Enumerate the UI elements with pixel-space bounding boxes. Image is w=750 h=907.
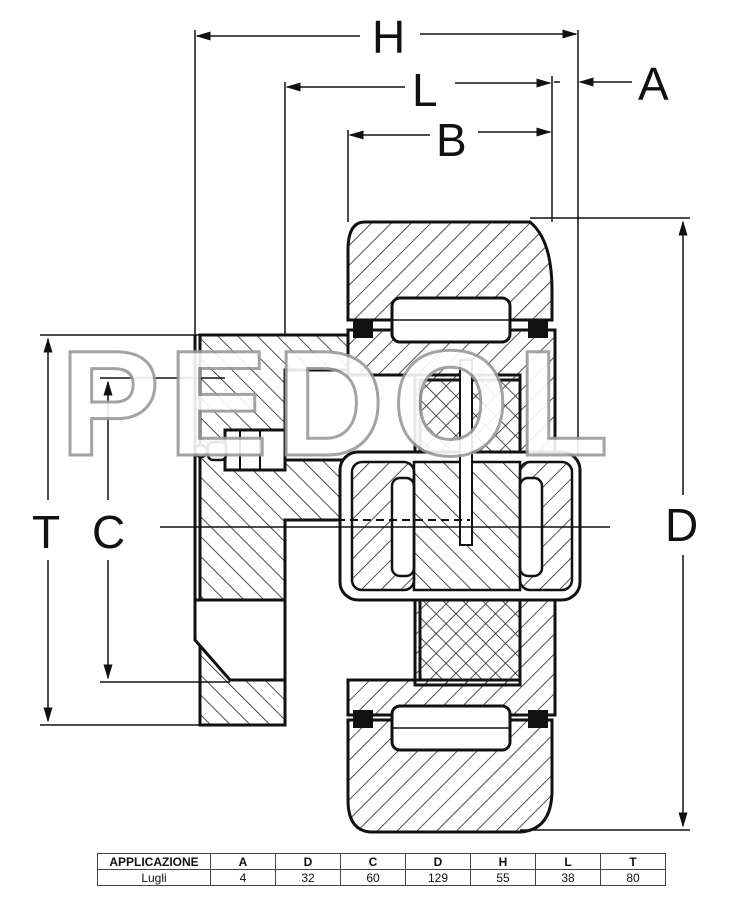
header-a: A [210,853,276,870]
dim-label-b: B [436,114,467,166]
cell-d-outer: 129 [405,869,471,886]
cell-l: 38 [535,869,601,886]
roller-bearing-cross-section-drawing: H L A B D T [32,11,698,834]
dim-label-d: D [665,499,698,551]
specifications-table: APPLICAZIONE A D C D H L T Lugli 4 32 60… [97,853,666,886]
dimension-t: T [32,334,200,726]
dim-label-a: A [638,58,669,110]
grease-nipple [193,428,287,472]
dimension-d: D [520,217,698,831]
flange-body [193,335,287,682]
dimension-c: C [92,377,230,683]
cell-a: 4 [210,869,276,886]
dim-label-l: L [412,64,438,116]
cell-applicazione: Lugli [97,869,211,886]
dimension-b: B [347,114,552,222]
dimension-a: A [554,58,669,110]
header-l: L [535,853,601,870]
cell-d: 32 [275,869,341,886]
header-d: D [275,853,341,870]
header-c: C [340,853,406,870]
header-t: T [600,853,666,870]
dimension-h: H [194,11,579,455]
header-d-outer: D [405,853,471,870]
header-applicazione: APPLICAZIONE [97,853,211,870]
table-row: Lugli 4 32 60 129 55 38 80 [97,869,666,886]
watermark-text: PEDOL [60,319,617,487]
table-header-row: APPLICAZIONE A D C D H L T [97,853,666,870]
header-h: H [470,853,536,870]
needle-rollers-outer [390,296,512,752]
dim-label-t: T [32,506,60,558]
cell-h: 55 [470,869,536,886]
cell-c: 60 [340,869,406,886]
dimension-l: L [284,64,553,335]
seals [353,320,548,728]
lubrication-channel [285,359,473,546]
dim-label-h: H [372,11,405,63]
cell-t: 80 [600,869,666,886]
dim-label-c: C [92,506,125,558]
